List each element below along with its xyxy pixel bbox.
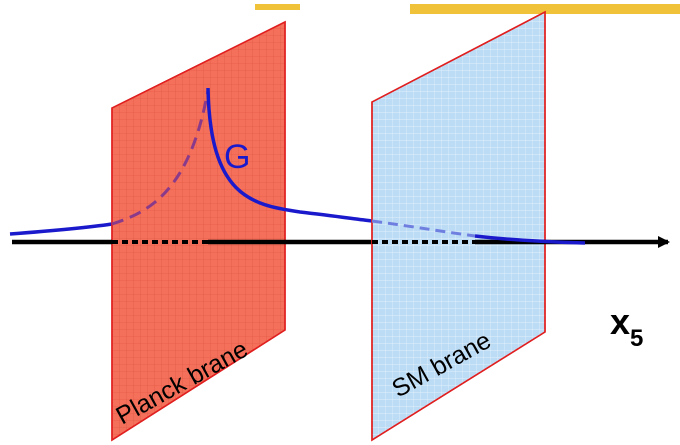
graviton-curve-main [206, 87, 373, 223]
graviton-curve-hidden [111, 89, 210, 226]
graviton-curve-hidden-sm [371, 219, 476, 238]
top-strip-right [410, 4, 680, 14]
curve-label-g: G [224, 138, 250, 176]
graviton-curve-tail [474, 234, 586, 245]
sm-brane [371, 10, 546, 442]
planck-brane [111, 20, 286, 442]
axis-label: x5 [610, 301, 643, 352]
axis-label-subscript: 5 [630, 325, 643, 352]
graviton-curve-left [9, 222, 113, 236]
top-strip-left [255, 4, 300, 10]
axis-label-base: x [610, 301, 630, 342]
